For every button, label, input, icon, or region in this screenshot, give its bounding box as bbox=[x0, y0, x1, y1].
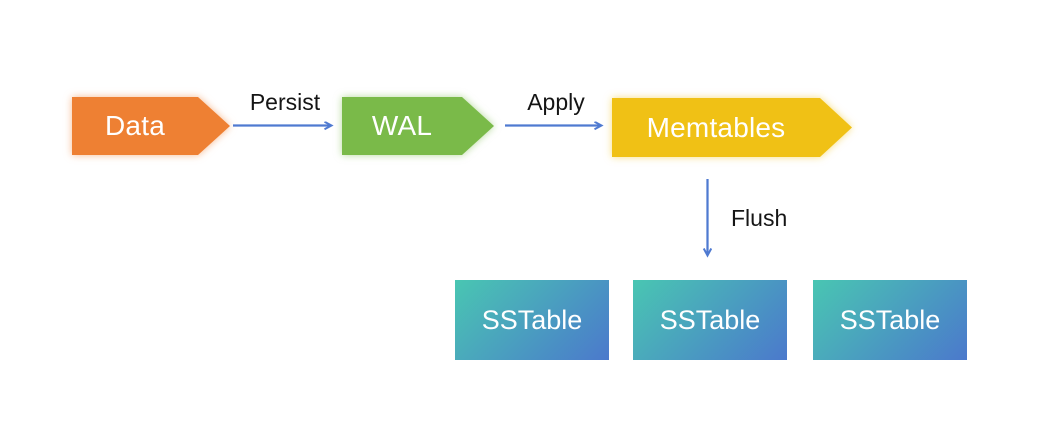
node-sstable-3: SSTable bbox=[813, 280, 967, 360]
node-sstable-1: SSTable bbox=[455, 280, 609, 360]
node-data-shape: Data bbox=[72, 97, 230, 155]
node-sstable-2-label: SSTable bbox=[659, 304, 761, 335]
node-wal: WAL bbox=[342, 97, 494, 155]
node-wal-label: WAL bbox=[371, 110, 433, 141]
node-wal-shape: WAL bbox=[342, 97, 494, 155]
node-sstable-1-label: SSTable bbox=[481, 304, 583, 335]
node-data-label: Data bbox=[105, 110, 165, 141]
node-memtables: Memtables bbox=[612, 98, 852, 157]
node-memtables-shape: Memtables bbox=[612, 98, 852, 157]
node-sstable-2: SSTable bbox=[633, 280, 787, 360]
node-sstable-3-label: SSTable bbox=[839, 304, 941, 335]
node-memtables-label: Memtables bbox=[646, 111, 786, 143]
node-data: Data bbox=[72, 97, 230, 155]
edge-label-persist: Persist bbox=[249, 89, 321, 115]
edge-label-flush: Flush bbox=[731, 205, 788, 231]
edge-label-apply: Apply bbox=[527, 89, 585, 115]
